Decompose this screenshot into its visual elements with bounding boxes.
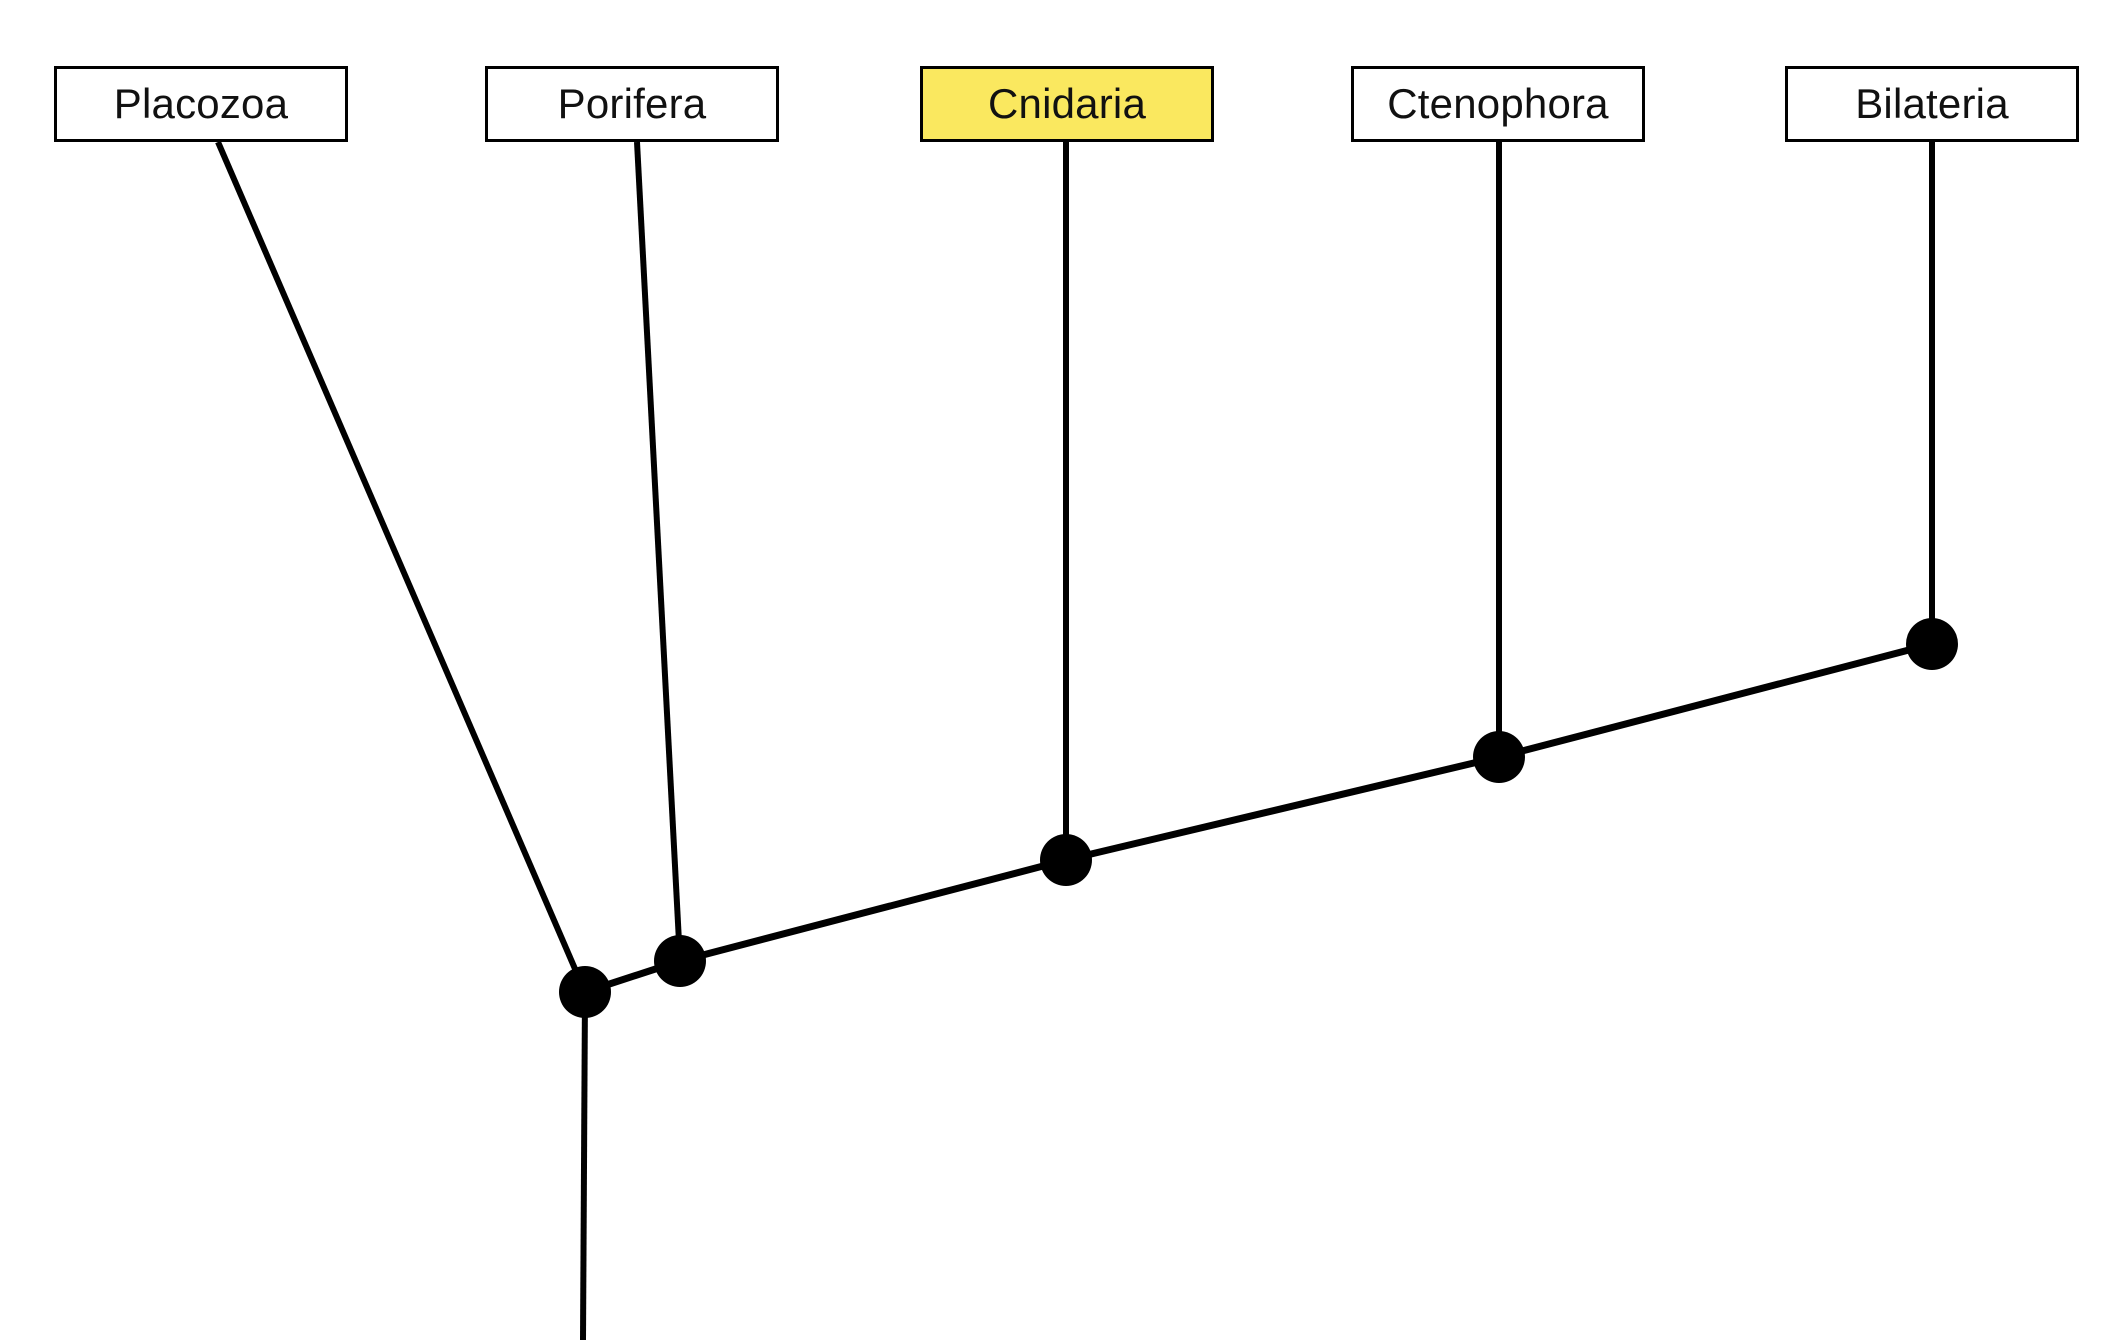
node-ctenophora[interactable] <box>1473 731 1525 783</box>
node-porifera[interactable] <box>654 935 706 987</box>
taxon-label-bilateria: Bilateria <box>1855 80 2009 127</box>
backbone-node-porifera-to-node-cnidaria <box>679 856 1067 965</box>
branch-placozoa <box>215 140 588 994</box>
backbone-node-ctenophora-to-node-bilateria <box>1498 640 1933 761</box>
taxon-box-cnidaria[interactable]: Cnidaria <box>920 66 1214 142</box>
taxon-box-bilateria[interactable]: Bilateria <box>1785 66 2079 142</box>
taxon-label-cnidaria: Cnidaria <box>987 80 1146 127</box>
terminal-branches-group <box>215 140 1935 994</box>
internal-nodes-group <box>559 618 1958 1018</box>
root-stem <box>580 991 588 1340</box>
taxon-box-ctenophora[interactable]: Ctenophora <box>1351 66 1645 142</box>
taxon-box-porifera[interactable]: Porifera <box>485 66 779 142</box>
root-stem-group <box>580 991 588 1340</box>
backbone-node-cnidaria-to-node-ctenophora <box>1065 753 1500 864</box>
backbone-edges-group <box>583 640 1933 996</box>
taxon-box-placozoa[interactable]: Placozoa <box>54 66 348 142</box>
taxon-label-porifera: Porifera <box>557 80 707 127</box>
node-cnidaria[interactable] <box>1040 834 1092 886</box>
taxon-label-placozoa: Placozoa <box>113 80 289 127</box>
taxon-label-ctenophora: Ctenophora <box>1387 80 1609 127</box>
node-bilateria[interactable] <box>1906 618 1958 670</box>
node-root[interactable] <box>559 966 611 1018</box>
branch-porifera <box>634 141 683 962</box>
